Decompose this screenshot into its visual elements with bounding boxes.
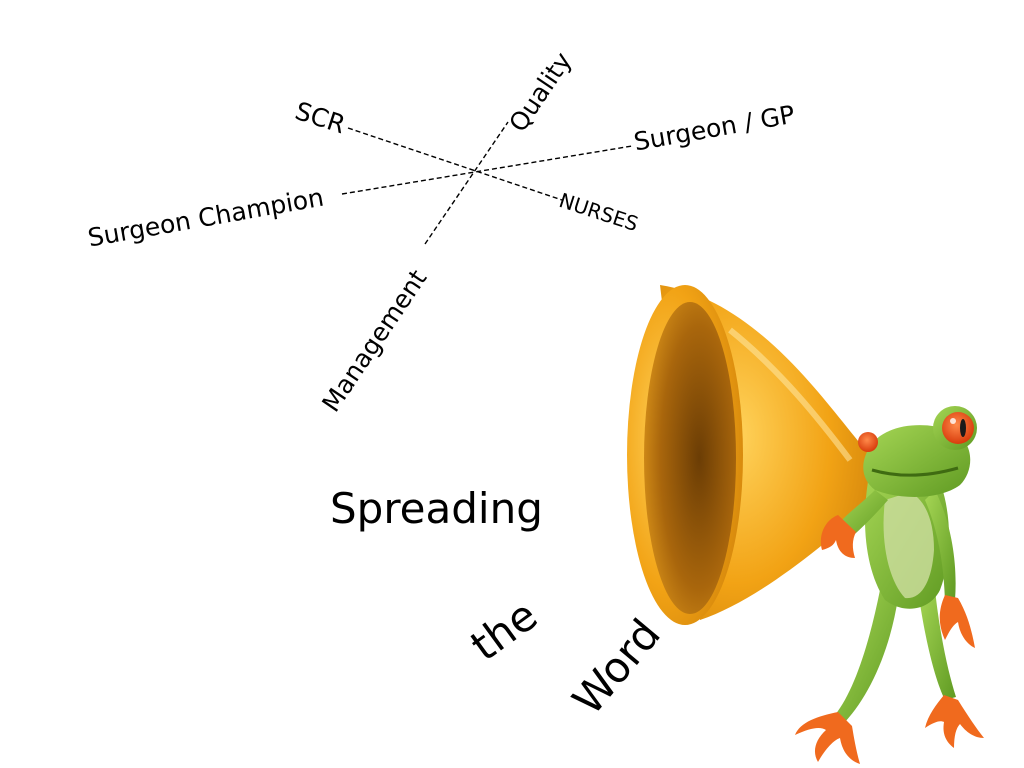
ray-scr-nurses [347, 127, 563, 201]
megaphone-mouth-inner [644, 302, 736, 614]
frog-belly [883, 492, 934, 599]
frog-eye-back [858, 432, 878, 452]
ray-champion-gp [341, 145, 633, 195]
frog-right-leg [918, 590, 956, 700]
frog-left-leg [835, 590, 898, 722]
frog-right-hand [939, 595, 975, 648]
frog-hand [820, 515, 856, 558]
frog-left-foot [795, 712, 860, 764]
frog-eye-front [942, 412, 974, 444]
frog-eye-glint [950, 418, 956, 424]
megaphone-highlight [728, 327, 853, 462]
frog-right-arm [925, 490, 956, 602]
frog-pupil [960, 419, 966, 437]
caption-spreading: Spreading [330, 484, 543, 533]
frog-right-foot [925, 695, 984, 748]
frog-mouth-line [871, 466, 959, 477]
ray-management-quality [424, 121, 509, 245]
